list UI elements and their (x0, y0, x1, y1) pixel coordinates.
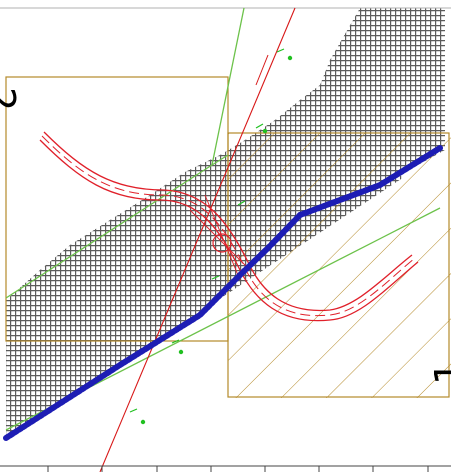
red-short-dash (255, 54, 269, 86)
green-boundary-left (5, 154, 229, 299)
sheet-2-label: 2 (0, 87, 23, 111)
sheet-1-hatch (228, 133, 451, 398)
red-junction (212, 233, 232, 253)
green-markers (129, 48, 293, 425)
blue-road (3, 145, 443, 441)
green-boundary-upper (211, 7, 245, 166)
red-crossing (189, 194, 251, 281)
bottom-ruler (0, 465, 451, 472)
red-road (39, 131, 419, 322)
sheet-1-label: 1 (427, 361, 451, 385)
red-survey-line (99, 7, 296, 472)
sheet-2-frame[interactable] (5, 76, 229, 342)
